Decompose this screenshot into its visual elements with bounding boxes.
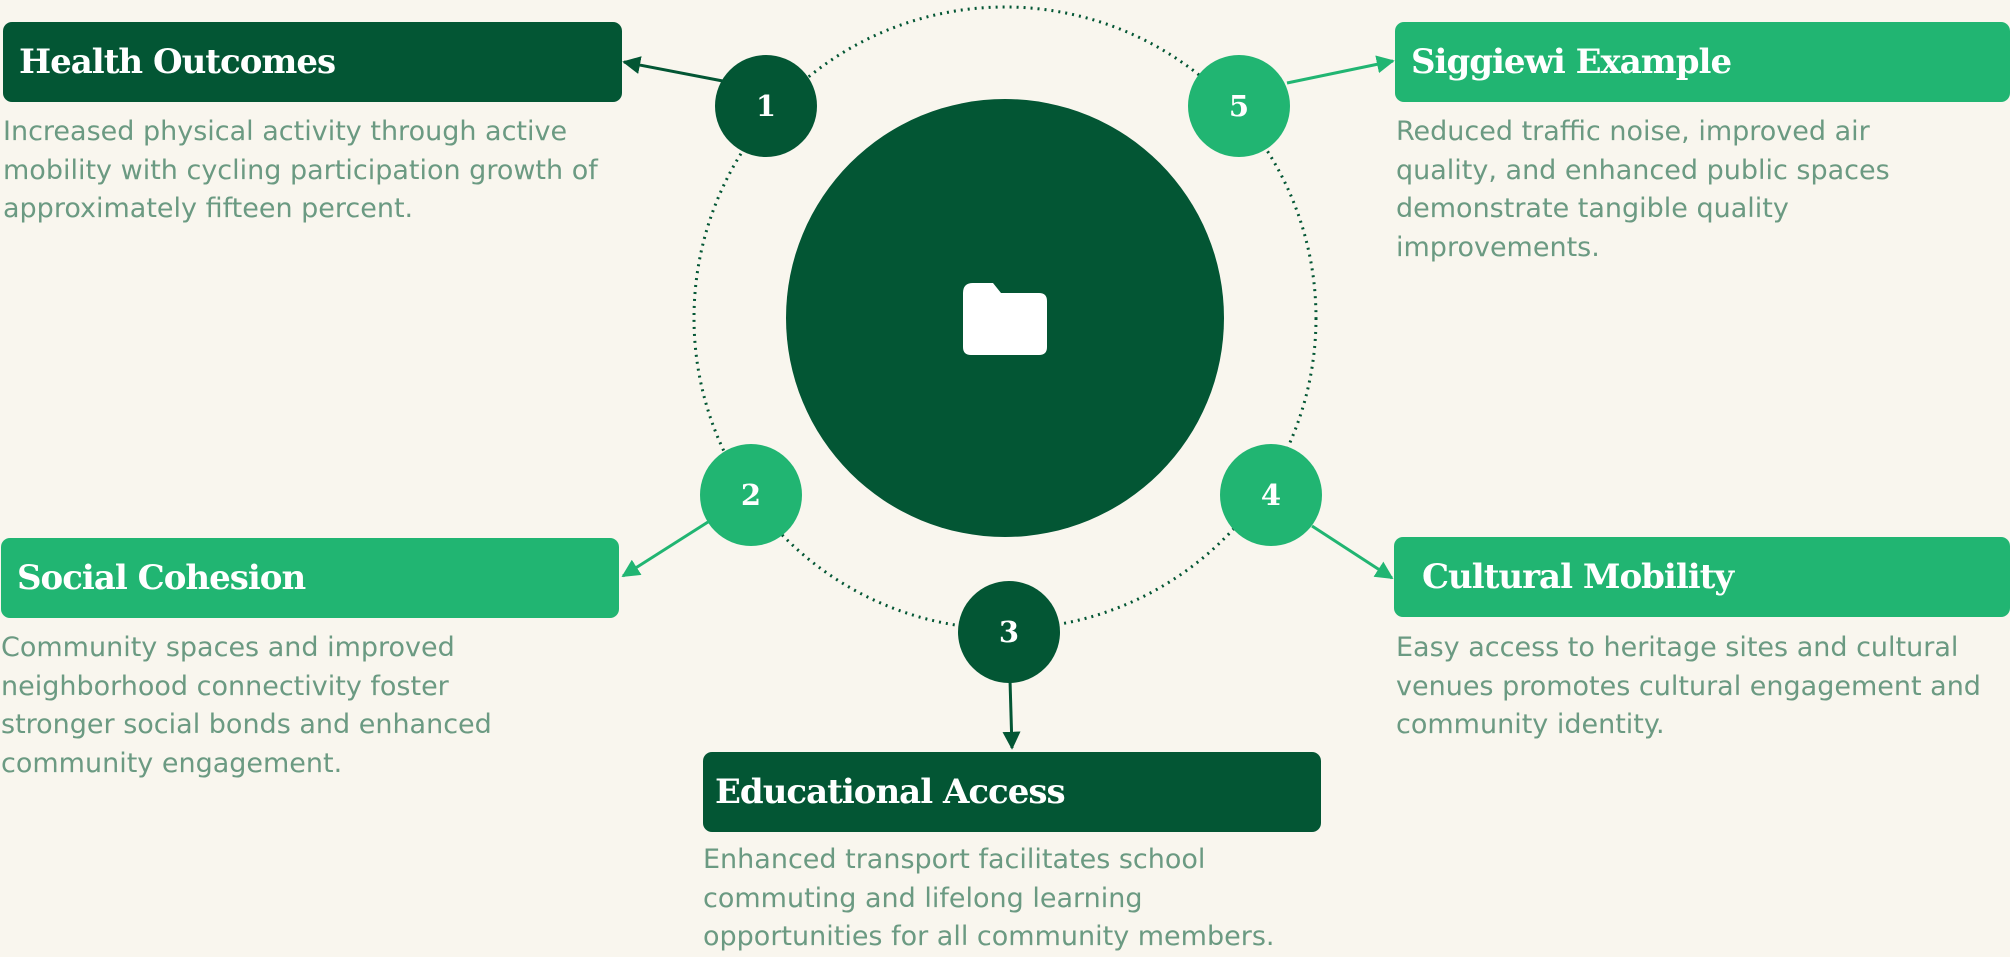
connector-3 <box>1002 679 1021 750</box>
card-desc-health-outcomes: Increased physical activity through acti… <box>3 116 598 224</box>
node-badge-5: 5 <box>1188 55 1290 157</box>
folder-icon <box>963 283 1047 355</box>
card-title-health-outcomes: Health Outcomes <box>3 22 622 102</box>
card-title-social-cohesion: Social Cohesion <box>1 538 619 618</box>
card-desc-educational-access: Enhanced transport facilitates school co… <box>703 844 1275 952</box>
node-badge-4: 4 <box>1220 444 1322 546</box>
node-number-4: 4 <box>1261 478 1281 512</box>
node-badge-2: 2 <box>700 444 802 546</box>
connector-1 <box>622 56 729 84</box>
orbit-ring <box>692 5 1318 631</box>
node-badge-1: 1 <box>715 55 817 157</box>
connector-2 <box>621 520 709 578</box>
node-number-5: 5 <box>1229 89 1249 123</box>
card-title-educational-access: Educational Access <box>703 752 1321 832</box>
node-number-2: 2 <box>741 478 761 512</box>
node-badge-3: 3 <box>958 581 1060 683</box>
card-desc-cultural-mobility: Easy access to heritage sites and cultur… <box>1396 632 1981 740</box>
card-desc-social-cohesion: Community spaces and improved neighborho… <box>1 632 492 779</box>
node-number-3: 3 <box>999 615 1019 649</box>
card-title-siggiewi-example: Siggiewi Example <box>1395 22 2010 102</box>
card-desc-siggiewi-example: Reduced traffic noise, improved air qual… <box>1396 116 1890 263</box>
connector-5 <box>1286 55 1395 85</box>
node-number-1: 1 <box>756 89 776 123</box>
connector-4 <box>1311 524 1394 580</box>
card-title-cultural-mobility: Cultural Mobility <box>1394 537 2010 617</box>
connectors <box>621 55 1395 750</box>
